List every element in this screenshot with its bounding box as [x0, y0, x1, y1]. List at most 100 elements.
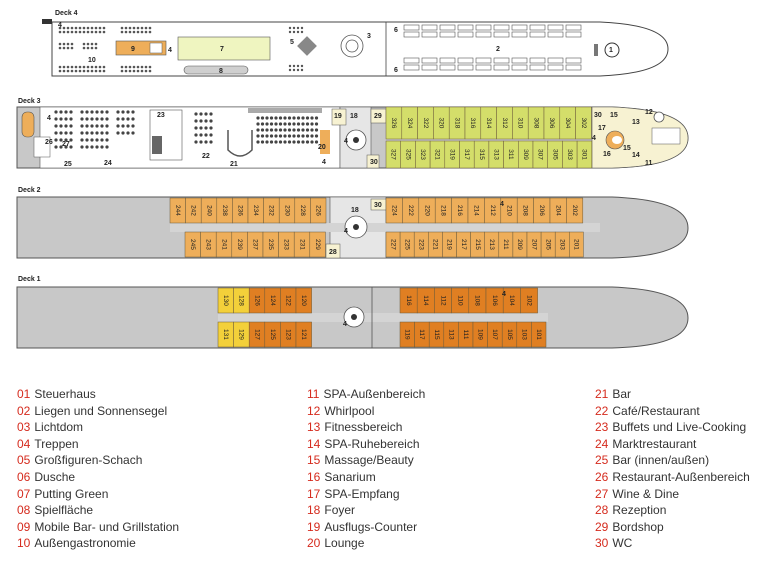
area-label-4: 4 — [344, 138, 348, 145]
cabin-number: 222 — [407, 205, 414, 216]
seat-icon — [305, 140, 310, 144]
legend-text: Wine & Dine — [612, 486, 680, 501]
legend-text: Treppen — [34, 436, 79, 451]
seat-icon — [64, 110, 68, 114]
seat-icon — [278, 122, 283, 126]
seat-icon — [269, 122, 274, 126]
area-label-15: 15 — [610, 112, 618, 119]
legend-number: 21 — [595, 387, 609, 401]
seat-icon — [204, 126, 208, 130]
seat-icon — [209, 140, 213, 144]
seat-icon — [140, 69, 144, 73]
seat-icon — [90, 110, 94, 114]
legend-text: SPA-Empfang — [324, 486, 400, 501]
cabin-number: 113 — [447, 329, 454, 340]
cabin-number: 241 — [220, 239, 227, 250]
seat-icon — [283, 140, 287, 144]
area-label-28: 28 — [329, 249, 337, 256]
area-label-6: 6 — [394, 67, 398, 74]
seat-icon — [121, 110, 125, 114]
seat-icon — [265, 140, 269, 144]
seat-icon — [120, 69, 124, 73]
cabin-number: 201 — [573, 239, 580, 250]
seat-icon — [74, 30, 78, 34]
seat-icon — [301, 134, 305, 138]
seat-icon — [66, 42, 70, 46]
legend-number: 05 — [17, 453, 31, 468]
seat-icon — [265, 134, 269, 138]
lounger-icon — [547, 24, 564, 31]
seat-icon — [90, 46, 94, 50]
lounger-icon — [547, 64, 564, 71]
legend-text: Buffets und Live-Cooking — [612, 420, 747, 435]
lounger-icon — [457, 24, 474, 31]
seat-icon — [314, 128, 319, 132]
cabin-number: 221 — [432, 239, 439, 250]
lounger-icon — [511, 31, 528, 38]
lounger-icon — [403, 31, 420, 38]
cabin-number: 202 — [571, 205, 578, 216]
cabin-number: 211 — [502, 239, 509, 250]
seat-icon — [283, 134, 287, 138]
cabin-number: 105 — [506, 329, 513, 340]
seat-icon — [274, 140, 278, 144]
seat-icon — [69, 124, 73, 128]
deck-label-1: Deck 1 — [18, 276, 41, 283]
seat-icon — [66, 69, 70, 73]
cabin-number: 233 — [283, 239, 290, 250]
area-label-13: 13 — [632, 119, 640, 126]
seat-icon — [144, 26, 148, 30]
cabin-number: 128 — [238, 295, 245, 306]
seat-icon — [288, 30, 292, 34]
seat-icon — [70, 46, 74, 50]
cabin-number: 305 — [551, 149, 558, 160]
seat-icon — [288, 26, 292, 30]
seat-icon — [64, 145, 68, 149]
area-label-8: 8 — [219, 68, 223, 75]
seat-icon — [90, 117, 94, 121]
seat-icon — [100, 131, 104, 135]
cabin-number: 111 — [462, 330, 469, 340]
cabin-number: 120 — [300, 295, 307, 306]
seat-icon — [260, 134, 265, 138]
lounger-icon — [529, 24, 546, 31]
lounger-icon — [439, 24, 456, 31]
seat-icon — [310, 134, 314, 138]
area-label-21: 21 — [230, 161, 238, 168]
seat-icon — [100, 138, 104, 142]
seat-icon — [69, 131, 73, 135]
seat-icon — [274, 128, 278, 132]
cabin-number: 231 — [298, 239, 305, 250]
seat-icon — [278, 140, 283, 144]
seat-icon — [95, 138, 99, 142]
cabin-number: 304 — [564, 118, 571, 129]
cabin-number: 107 — [491, 329, 498, 340]
area-label-4: 4 — [592, 135, 596, 142]
legend-number: 15 — [307, 453, 321, 468]
seat-icon — [90, 42, 94, 46]
seat-icon — [140, 65, 144, 69]
area-label-30: 30 — [370, 159, 378, 166]
cabin-number: 116 — [405, 295, 412, 306]
seat-icon — [59, 138, 63, 142]
seat-icon — [90, 145, 94, 149]
seat-icon — [100, 124, 104, 128]
lounger-icon — [493, 31, 510, 38]
seat-icon — [62, 46, 66, 50]
area-label-2: 2 — [496, 46, 500, 53]
seat-icon — [85, 124, 89, 128]
cabin-number: 309 — [522, 149, 529, 160]
area-label-4: 4 — [500, 201, 504, 208]
deck-3-furniture — [54, 110, 319, 149]
deck-plan: Deck 4 4 10 9 4 7 8 5 3 6 6 2 1 Deck 3 — [16, 10, 689, 349]
lounger-icon — [493, 57, 510, 64]
seat-icon — [314, 140, 319, 144]
legend-text: Liegen und Sonnensegel — [34, 403, 168, 418]
area-label-18: 18 — [351, 207, 359, 214]
seat-icon — [69, 145, 73, 149]
legend-text: Massage/Beauty — [324, 453, 414, 468]
seat-icon — [62, 42, 66, 46]
cabin-number: 319 — [448, 149, 455, 160]
seat-icon — [126, 110, 130, 114]
